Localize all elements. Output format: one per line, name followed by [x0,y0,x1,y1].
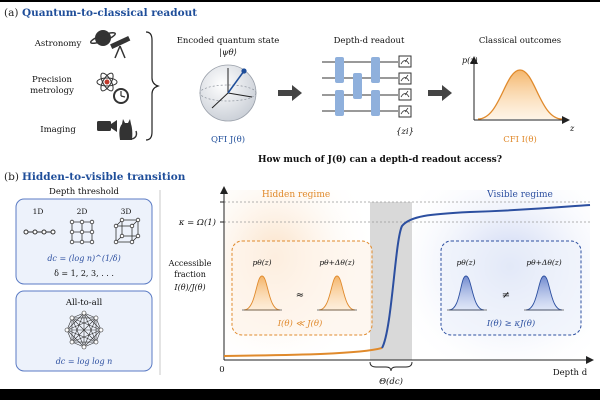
all-to-all-formula: dc = log log n [56,357,113,366]
outcomes-plot [470,56,570,124]
lattice-label-3d: 3D [121,207,132,216]
hidden-inequality: I(θ) ≪ J(θ) [277,318,323,329]
all-to-all-title: All-to-all [65,298,103,308]
y-label-line-2: fraction [174,270,206,279]
camera-cat-icon [97,119,138,140]
readout-output: {zi} [396,127,414,137]
encoded-state-title: Encoded quantum state [177,36,280,46]
curly-brace [145,31,160,141]
transition-plot: Hidden regime Visible regime κ = Ω(1) Ac… [168,186,594,387]
lattice-label-2d: 2D [77,207,88,216]
hidden-relation: ≈ [296,290,304,301]
graph-edge [71,317,97,343]
hidden-dist-left [243,275,281,311]
outcome-distribution-fill [478,70,562,119]
outcome-distribution-curve [477,69,563,120]
hidden-dist-right [318,275,356,311]
hidden-regime-inset: pθ(z) pθ+Δθ(z) ≈ I(θ) ≪ J(θ) [231,240,373,336]
graph-node [64,327,70,333]
lattice-label-1d: 1D [33,207,44,216]
outcomes-title: Classical outcomes [479,36,561,46]
graph-node [81,310,87,316]
application-label-precision: Precision [32,75,72,85]
kappa-label: κ = Ω(1) [178,217,216,228]
graph-edge [71,317,102,331]
depth-threshold-formula: dc = (log n)^(1/δ) [47,254,120,263]
graph-node [81,344,87,350]
visible-inequality: I(θ) ≥ κJ(θ) [486,318,535,329]
application-label-metrology: metrology [30,86,74,96]
fraction-curve-hidden [223,347,383,357]
graph-edge [71,317,85,348]
graph-node [69,339,75,345]
graph-node [98,327,104,333]
visible-dist-left [448,275,485,311]
lattice-1d-icon [23,229,56,235]
y-label-line-1: Accessible [168,259,212,268]
visible-dist-right [525,275,563,311]
hidden-regime-label: Hidden regime [262,190,330,200]
visible-regime-label: Visible regime [486,190,553,200]
hidden-dist-left-label: pθ(z) [252,258,271,267]
x-zero-label: 0 [219,365,224,375]
all-to-all-box: All-to-all dc = log log n [15,290,153,372]
depth-threshold-delta: δ = 1, 2, 3, . . . [54,269,114,278]
visible-relation: ≠ [502,290,510,301]
transition-label: Θ(dc) [379,376,403,387]
readout-circuit-icon [322,55,412,118]
arrow-right-icon [428,85,452,101]
panel-a-prefix: (a) [4,7,18,19]
x-axis-label: Depth d [553,368,588,378]
lattice-3d-icon [113,217,141,245]
lattice-2d-icon [69,219,95,245]
panel-b-prefix: (b) [4,171,19,183]
application-label-astronomy: Astronomy [34,39,82,49]
graph-node [69,315,75,321]
graph-node [93,315,99,321]
hidden-dist-right-label: pθ+Δθ(z) [319,258,354,267]
visible-dist-left-label: pθ(z) [456,258,475,267]
depth-threshold-title: Depth threshold [49,187,120,197]
transition-band [370,202,412,360]
panel-b-heading: Hidden-to-visible transition [22,171,186,183]
panel-a-heading: Quantum-to-classical readout [22,7,197,19]
bloch-sphere-icon [199,64,257,122]
cfi-label: CFI I(θ) [503,134,537,145]
depth-threshold-box: Depth threshold 1D 2D 3D [15,187,153,285]
visible-dist-right-label: pθ+Δθ(z) [526,258,561,267]
y-label-line-3: I(θ)/J(θ) [173,283,205,292]
graph-node [93,339,99,345]
readout-question: How much of J(θ) can a depth-d readout a… [258,154,502,165]
panel-b: (b) Hidden-to-visible transition Depth t… [4,171,594,387]
outcomes-ylabel: p(z) [462,56,478,65]
readout-title: Depth-d readout [334,36,405,46]
encoded-state-ket: |ψθ⟩ [219,48,237,58]
visible-regime-inset: pθ(z) pθ+Δθ(z) ≠ I(θ) ≥ κJ(θ) [440,240,582,336]
panel-a: (a) Quantum-to-classical readout Astrono… [4,7,575,165]
graph-edge [66,329,85,348]
complete-graph-icon [64,310,104,350]
fraction-curve-visible [381,204,591,349]
atom-clock-icon [96,72,129,104]
outcomes-xlabel: z [569,124,575,133]
transition-brace [369,361,413,372]
telescope-icon [89,30,131,59]
qfi-label: QFI J(θ) [211,134,245,145]
arrow-right-icon [278,85,302,101]
application-label-imaging: Imaging [40,125,76,135]
